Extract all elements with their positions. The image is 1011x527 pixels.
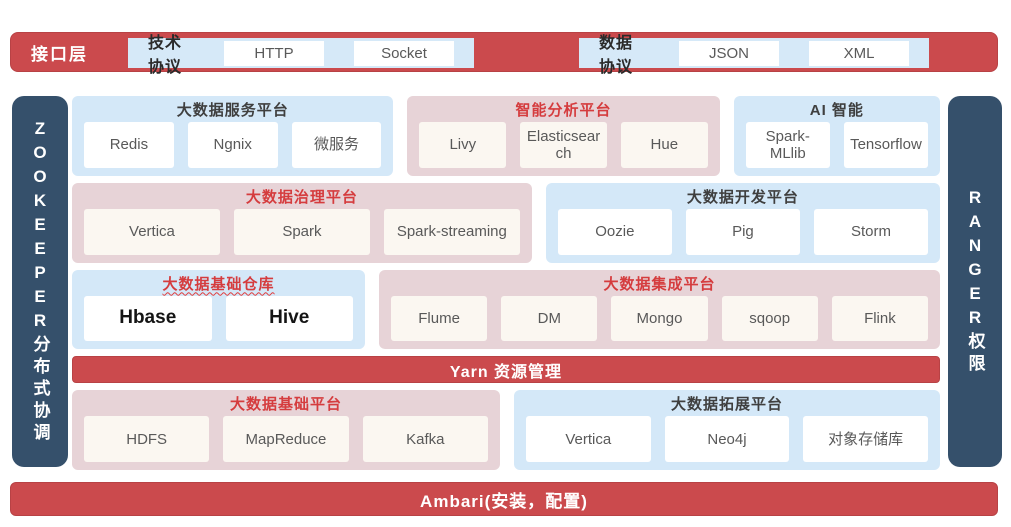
panel-items: Hbase Hive xyxy=(84,295,353,342)
panel-items: Redis Ngnix 微服务 xyxy=(84,122,382,168)
component-livy: Livy xyxy=(419,122,507,168)
panel-items: Flume DM Mongo sqoop Flink xyxy=(390,295,928,342)
component-sqoop: sqoop xyxy=(721,295,818,342)
row-4: 大数据基础平台 HDFS MapReduce Kafka 大数据拓展平台 Ver… xyxy=(72,390,940,470)
panel-title: 大数据集成平台 xyxy=(603,275,716,293)
component-flume: Flume xyxy=(390,295,488,342)
component-spark-streaming: Spark-streaming xyxy=(383,208,520,255)
protocol-chip-json: JSON xyxy=(679,40,779,66)
panel-items: HDFS MapReduce Kafka xyxy=(84,416,488,462)
row-1: 大数据服务平台 Redis Ngnix 微服务 智能分析平台 Livy Elas… xyxy=(72,96,940,176)
panel-bigdata-foundation: 大数据基础平台 HDFS MapReduce Kafka xyxy=(72,390,500,470)
component-redis: Redis xyxy=(84,122,174,168)
panel-title: 大数据基础仓库 xyxy=(162,275,275,293)
component-storm: Storm xyxy=(813,208,929,255)
tech-protocol-title: 技术协议 xyxy=(148,35,183,76)
component-hue: Hue xyxy=(620,122,708,168)
component-neo4j: Neo4j xyxy=(664,416,790,462)
component-oozie: Oozie xyxy=(557,208,672,255)
component-tensorflow: Tensorflow xyxy=(843,122,929,168)
main-grid: 大数据服务平台 Redis Ngnix 微服务 智能分析平台 Livy Elas… xyxy=(72,96,940,470)
panel-title: 智能分析平台 xyxy=(515,102,612,119)
component-object-storage: 对象存储库 xyxy=(803,416,929,462)
ranger-rail: RANGER权限 xyxy=(948,96,1002,467)
component-microservice: 微服务 xyxy=(291,122,382,168)
panel-title: 大数据开发平台 xyxy=(686,188,799,206)
tech-protocol-group: 技术协议 HTTP Socket xyxy=(128,35,474,76)
panel-bigdata-extension: 大数据拓展平台 Vertica Neo4j 对象存储库 xyxy=(513,390,940,470)
component-mongo: Mongo xyxy=(611,295,708,342)
component-hive: Hive xyxy=(225,295,353,342)
zookeeper-rail-label: ZOOKEEPER分布式协调 xyxy=(30,118,50,445)
ambari-bar: Ambari(安装，配置) xyxy=(10,482,998,516)
panel-items: Vertica Spark Spark-streaming xyxy=(84,208,520,255)
data-protocol-group: 数据协议 JSON XML xyxy=(579,35,929,76)
protocol-chip-http: HTTP xyxy=(224,40,324,66)
component-vertica: Vertica xyxy=(84,208,220,255)
panel-items: Oozie Pig Storm xyxy=(557,208,929,255)
panel-bigdata-integration: 大数据集成平台 Flume DM Mongo sqoop Flink xyxy=(378,269,940,350)
panel-bigdata-warehouse: 大数据基础仓库 Hbase Hive xyxy=(72,269,365,350)
protocol-chip-socket: Socket xyxy=(354,40,454,66)
panel-title: AI 智能 xyxy=(809,102,864,119)
interface-layer-bar: 接口层 技术协议 HTTP Socket 数据协议 JSON XML xyxy=(10,32,998,76)
component-spark: Spark xyxy=(233,208,370,255)
component-mapreduce: MapReduce xyxy=(223,416,349,462)
panel-title: 大数据拓展平台 xyxy=(670,396,783,414)
component-vertica-2: Vertica xyxy=(525,416,651,462)
protocol-chip-xml: XML xyxy=(809,40,909,66)
component-kafka: Kafka xyxy=(362,416,488,462)
component-hbase: Hbase xyxy=(84,295,212,342)
panel-title: 大数据服务平台 xyxy=(176,102,289,119)
panel-ai: AI 智能 Spark-MLlib Tensorflow xyxy=(733,96,940,176)
row-3: 大数据基础仓库 Hbase Hive 大数据集成平台 Flume DM Mong… xyxy=(72,269,940,350)
component-elasticsearch: Elasticsearch xyxy=(520,122,607,168)
zookeeper-rail: ZOOKEEPER分布式协调 xyxy=(12,96,68,467)
component-hdfs: HDFS xyxy=(84,416,210,462)
panel-bigdata-governance: 大数据治理平台 Vertica Spark Spark-streaming xyxy=(72,182,532,263)
ranger-rail-label: RANGER权限 xyxy=(965,187,985,376)
row-2: 大数据治理平台 Vertica Spark Spark-streaming 大数… xyxy=(72,182,940,263)
panel-items: Spark-MLlib Tensorflow xyxy=(745,122,929,168)
panel-items: Livy Elasticsearch Hue xyxy=(419,122,708,168)
panel-intelligent-analysis: 智能分析平台 Livy Elasticsearch Hue xyxy=(407,96,720,176)
component-pig: Pig xyxy=(685,208,800,255)
data-protocol-title: 数据协议 xyxy=(599,35,634,76)
panel-bigdata-development: 大数据开发平台 Oozie Pig Storm xyxy=(545,182,940,263)
interface-layer-label: 接口层 xyxy=(31,44,88,64)
component-ngnix: Ngnix xyxy=(187,122,278,168)
panel-title: 大数据治理平台 xyxy=(245,188,358,206)
component-flink: Flink xyxy=(831,295,928,342)
panel-bigdata-service: 大数据服务平台 Redis Ngnix 微服务 xyxy=(72,96,394,176)
panel-items: Vertica Neo4j 对象存储库 xyxy=(525,416,929,462)
component-spark-mllib: Spark-MLlib xyxy=(745,122,830,168)
panel-title: 大数据基础平台 xyxy=(229,396,342,414)
component-dm: DM xyxy=(501,295,598,342)
yarn-resource-bar: Yarn 资源管理 xyxy=(72,356,940,384)
